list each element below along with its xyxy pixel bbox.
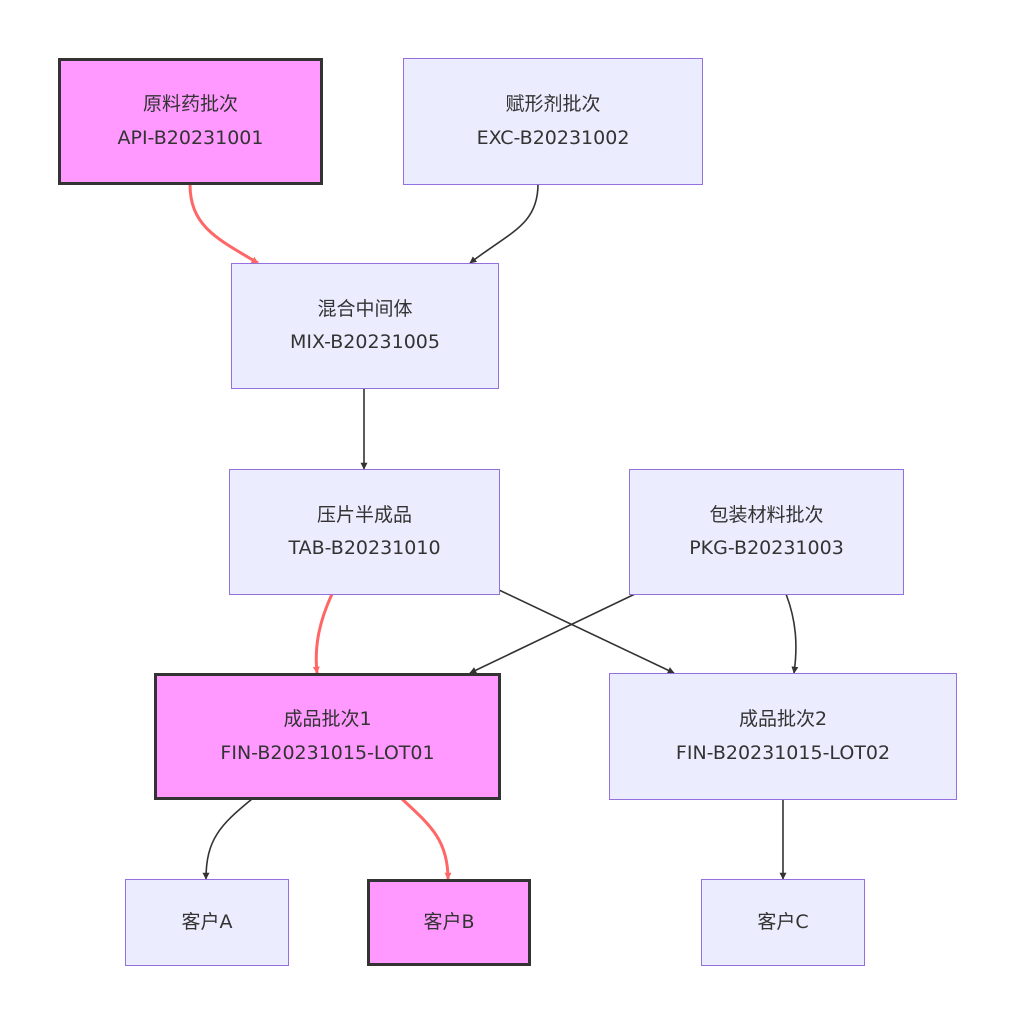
node-title: 包装材料批次 — [709, 503, 824, 526]
node-title: 压片半成品 — [316, 503, 412, 526]
node-code: PKG-B20231003 — [689, 537, 844, 559]
edge-api-to-mix — [188, 183, 259, 265]
node-title: 赋形剂批次 — [505, 93, 601, 116]
edge-pkg-to-fin2 — [785, 593, 799, 674]
node-tablet-semifinished[interactable]: 压片半成品 TAB-B20231010 — [229, 469, 500, 595]
node-customer-b[interactable]: 客户B — [367, 879, 531, 966]
node-mix-intermediate[interactable]: 混合中间体 MIX-B20231005 — [231, 263, 499, 389]
node-finished-lot2[interactable]: 成品批次2 FIN-B20231015-LOT02 — [609, 673, 957, 800]
node-excipient-batch[interactable]: 赋形剂批次 EXC-B20231002 — [403, 58, 703, 185]
node-code: MIX-B20231005 — [290, 331, 440, 353]
edge-fin1-to-custa — [202, 798, 253, 880]
node-finished-lot1[interactable]: 成品批次1 FIN-B20231015-LOT01 — [154, 673, 501, 800]
edge-tab-to-fin1 — [312, 593, 334, 674]
node-api-batch[interactable]: 原料药批次 API-B20231001 — [58, 58, 323, 185]
node-title: 混合中间体 — [317, 297, 413, 320]
node-title: 客户C — [757, 910, 809, 933]
node-code: API-B20231001 — [117, 126, 264, 149]
edge-fin1-to-custb — [400, 797, 452, 880]
node-title: 客户B — [423, 910, 475, 933]
node-title: 客户A — [181, 910, 233, 933]
node-title: 原料药批次 — [142, 93, 238, 116]
node-code: TAB-B20231010 — [288, 537, 441, 559]
node-customer-a[interactable]: 客户A — [125, 879, 289, 966]
node-code: FIN-B20231015-LOT01 — [220, 741, 435, 764]
edge-tab-to-fin2 — [498, 589, 675, 674]
node-packaging-batch[interactable]: 包装材料批次 PKG-B20231003 — [629, 469, 904, 595]
edge-exc-to-mix — [469, 183, 539, 264]
node-title: 成品批次2 — [738, 708, 828, 731]
node-code: FIN-B20231015-LOT02 — [675, 741, 891, 764]
node-customer-c[interactable]: 客户C — [701, 879, 865, 966]
node-title: 成品批次1 — [283, 708, 372, 731]
edge-pkg-to-fin1 — [469, 593, 636, 674]
node-code: EXC-B20231002 — [476, 126, 630, 149]
